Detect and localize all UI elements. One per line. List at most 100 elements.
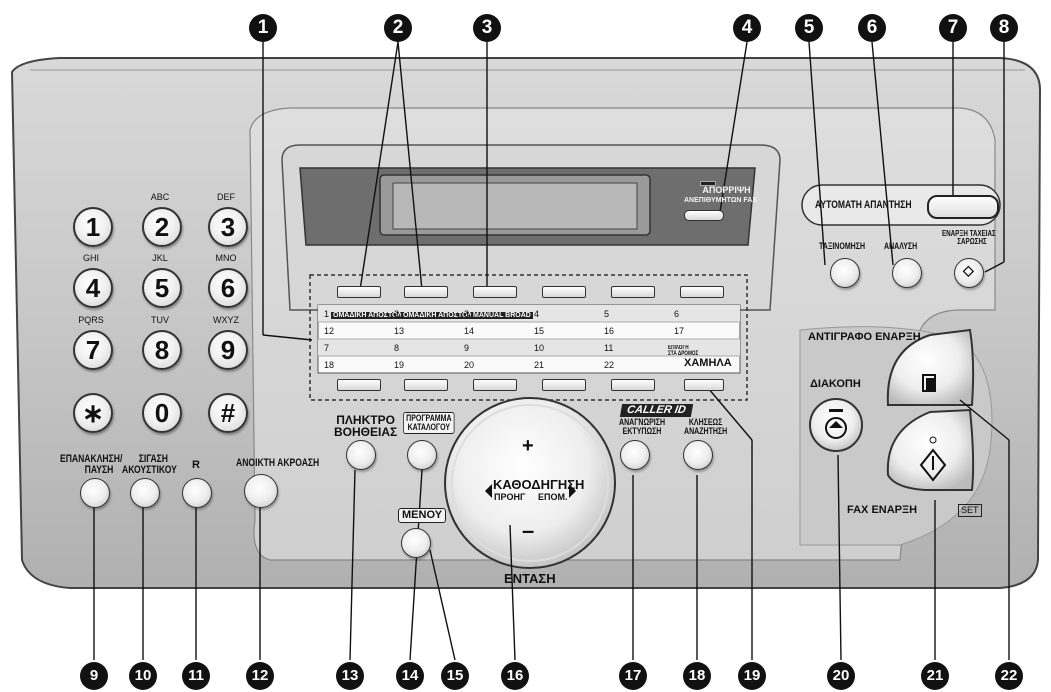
directory-number: 1 <box>324 309 330 319</box>
keypad-key-star[interactable]: ∗ <box>73 393 113 433</box>
fax-start-button[interactable] <box>895 413 970 488</box>
one-touch-button-bottom-4[interactable] <box>542 379 586 391</box>
directory-cell: 19 <box>394 360 405 370</box>
auto-answer-label: ΑΥΤΟΜΑΤΗ ΑΠΑΝΤΗΣΗ <box>815 199 912 211</box>
keypad-key-4[interactable]: 4 <box>73 268 113 308</box>
auto-answer-button[interactable] <box>927 195 999 219</box>
directory-tag: ΟΜΑΔΙΚΗ ΑΠΟΣΤΟΛΗ <box>401 312 480 319</box>
one-touch-button-bottom-2[interactable] <box>404 379 448 391</box>
volume-minus[interactable]: – <box>522 518 535 543</box>
one-touch-button-top-2[interactable] <box>404 286 448 298</box>
volume-label: ΕΝΤΑΣΗ <box>504 571 556 586</box>
menu-label: ΜΕΝΟΥ <box>398 508 447 523</box>
keypad-letters: DEF <box>217 192 235 202</box>
keypad-key-3[interactable]: 3 <box>208 207 248 247</box>
directory-cell: 6 <box>674 309 679 319</box>
callout-number: 5 <box>795 14 823 42</box>
one-touch-button-top-1[interactable] <box>337 286 381 298</box>
phonebook-button[interactable] <box>407 440 437 470</box>
one-touch-button-bottom-5[interactable] <box>611 379 655 391</box>
directory-tag: MANUAL BROAD <box>471 312 533 319</box>
callout-number: 20 <box>827 662 855 690</box>
directory-cell: 16 <box>604 326 615 336</box>
callout-number: 6 <box>858 14 886 42</box>
quick-scan-button[interactable] <box>954 258 984 288</box>
directory-cell: 15 <box>534 326 545 336</box>
keypad-key-hash[interactable]: # <box>208 393 248 433</box>
keypad-key-7[interactable]: 7 <box>73 330 113 370</box>
keypad-key-9[interactable]: 9 <box>208 330 248 370</box>
directory-number: 2 <box>394 309 400 319</box>
help-button[interactable] <box>346 440 376 470</box>
copy-start-shape <box>886 328 975 406</box>
keypad-key-1[interactable]: 1 <box>73 207 113 247</box>
copy-start-button[interactable] <box>895 338 970 403</box>
keypad-key-6[interactable]: 6 <box>208 268 248 308</box>
lower-label: ΧΑΜΗΛΑ <box>684 357 732 369</box>
one-touch-button-top-4[interactable] <box>542 286 586 298</box>
menu-button[interactable] <box>401 528 431 558</box>
one-touch-button-top-6[interactable] <box>680 286 724 298</box>
directory-cell: 17 <box>674 326 685 336</box>
keypad-letters: TUV <box>151 315 169 325</box>
directory-cell: 9 <box>464 343 470 353</box>
speaker-button[interactable] <box>244 474 278 508</box>
volume-plus[interactable]: + <box>522 435 534 457</box>
keypad-key-0[interactable]: 0 <box>142 393 182 433</box>
one-touch-button-bottom-3[interactable] <box>473 379 517 391</box>
mute-button[interactable] <box>130 478 160 508</box>
keypad-letters: ABC <box>150 192 170 202</box>
one-touch-button-bottom-1[interactable] <box>337 379 381 391</box>
lower-button[interactable] <box>684 379 724 391</box>
caller-search-button[interactable] <box>683 440 713 470</box>
junk-fax-indicator <box>700 181 716 186</box>
callout-number: 9 <box>80 662 108 690</box>
keypad-letters: PQRS <box>78 315 104 325</box>
callout-number: 22 <box>995 662 1023 690</box>
keypad-key-5[interactable]: 5 <box>142 268 182 308</box>
directory-cell: 11 <box>604 343 614 353</box>
callout-number: 4 <box>733 14 761 42</box>
callout-number: 2 <box>384 14 412 42</box>
callout-number: 21 <box>921 662 949 690</box>
r-button[interactable] <box>182 478 212 508</box>
navigator-label: ΚΑΘΟΔΗΓΗΣΗ <box>493 477 585 492</box>
callout-number: 19 <box>738 662 766 690</box>
one-touch-button-top-5[interactable] <box>611 286 655 298</box>
one-touch-button-top-3[interactable] <box>473 286 517 298</box>
nav-next-label[interactable]: ΕΠΟΜ. <box>538 492 568 502</box>
keypad-key-8[interactable]: 8 <box>142 330 182 370</box>
keypad-key-2[interactable]: 2 <box>142 207 182 247</box>
sort-button[interactable] <box>830 258 860 288</box>
directory-cell: 10 <box>534 343 545 353</box>
directory-number: 4 <box>534 309 540 319</box>
callout-number: 18 <box>683 662 711 690</box>
redial-pause-button[interactable] <box>80 478 110 508</box>
callout-number: 11 <box>182 662 210 690</box>
callout-number: 15 <box>441 662 469 690</box>
stop-button[interactable] <box>810 399 862 451</box>
r-label: R <box>192 459 200 471</box>
quick-scan-icon: ◇ <box>963 262 974 278</box>
callout-number: 10 <box>129 662 157 690</box>
keypad-letters: MNO <box>215 253 237 263</box>
nav-prev-label[interactable]: ΠΡΟΗΓ <box>494 492 526 502</box>
resolution-button[interactable] <box>892 258 922 288</box>
junk-fax-button[interactable] <box>684 210 724 221</box>
caller-id-badge: CALLER ID <box>619 404 693 417</box>
navigator-ring <box>444 397 616 569</box>
stop-label: ΔΙΑΚΟΠΗ <box>810 378 861 390</box>
caller-print-button[interactable] <box>620 440 650 470</box>
directory-cell: 4 <box>534 309 539 319</box>
keypad-letters: WXYZ <box>213 315 239 325</box>
